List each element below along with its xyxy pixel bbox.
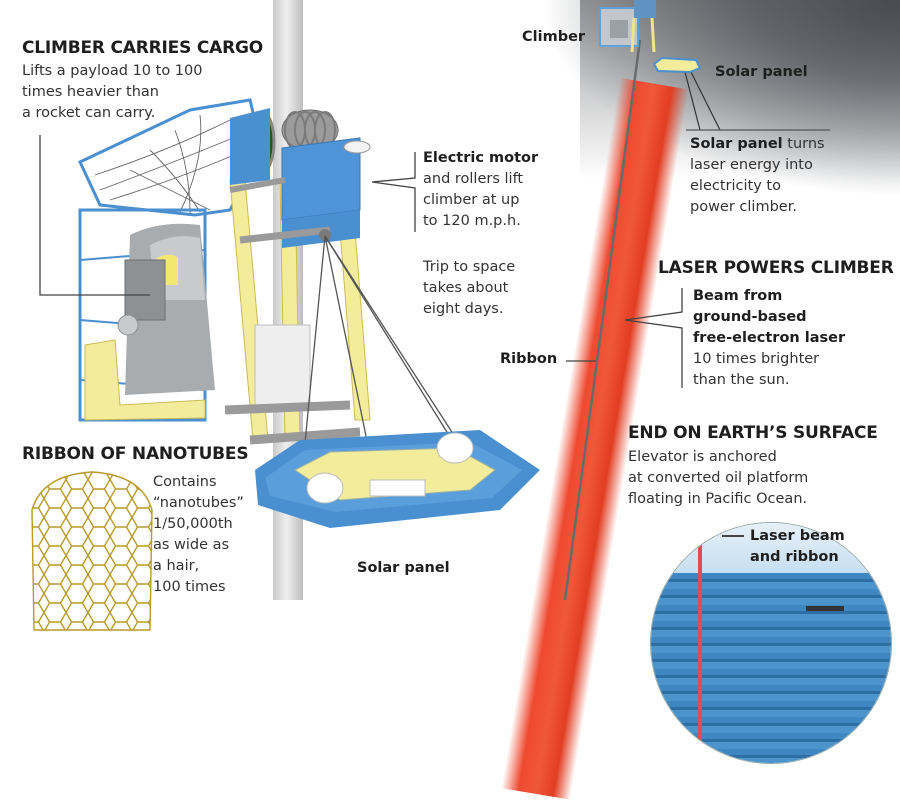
- ribbon-line: [563, 39, 830, 601]
- ribbon-label: Ribbon: [500, 351, 558, 367]
- text-line: Trip to space: [423, 259, 516, 275]
- text-line: than the sun.: [693, 372, 790, 388]
- laser-powers-section: LASER POWERS CLIMBER: [658, 258, 894, 278]
- nanotube-illustration: [31, 471, 153, 631]
- text-line: 10 times brighter: [693, 351, 820, 367]
- nanotubes-heading: RIBBON OF NANOTUBES: [22, 444, 249, 464]
- electric-motor-callout: Electric motor and rollers lift climber …: [423, 148, 538, 232]
- climber-cargo-section: CLIMBER CARRIES CARGO Lifts a payload 10…: [22, 38, 263, 124]
- solar-panel-bottom-label: Solar panel: [357, 560, 450, 576]
- laser-beam-label: Laser beam and ribbon: [750, 526, 845, 568]
- text-line: 1/50,000th: [153, 516, 233, 532]
- electric-motor-title: Electric motor: [423, 150, 539, 166]
- text-line: free-electron laser: [693, 330, 846, 346]
- earth-surface-section: END ON EARTH’S SURFACE Elevator is ancho…: [628, 423, 878, 510]
- text-line: “nanotubes”: [153, 495, 244, 511]
- text-line: power climber.: [690, 199, 797, 215]
- text-line: Contains: [153, 474, 217, 490]
- laser-powers-heading: LASER POWERS CLIMBER: [658, 258, 894, 278]
- nanotubes-text: Contains “nanotubes” 1/50,000th as wide …: [153, 472, 244, 598]
- earth-surface-heading: END ON EARTH’S SURFACE: [628, 423, 878, 443]
- climber-mini-illustration: [598, 0, 658, 55]
- text-line: a hair,: [153, 558, 200, 574]
- solar-panel-top-label: Solar panel: [715, 64, 808, 80]
- climber-illustration: [39, 98, 683, 528]
- laser-beam-leader: [722, 535, 744, 537]
- text-line: as wide as: [153, 537, 230, 553]
- solar-panel-mini-illustration: [652, 56, 702, 74]
- climber-cargo-heading: CLIMBER CARRIES CARGO: [22, 38, 263, 58]
- solar-panel-title: Solar panel: [690, 136, 783, 152]
- text-line: and rollers lift: [423, 171, 524, 187]
- text-line: a rocket can carry.: [22, 105, 156, 121]
- laser-powers-text: Beam from ground-based free-electron las…: [693, 286, 845, 391]
- text-line: ground-based: [693, 309, 807, 325]
- text-line: at converted oil platform: [628, 470, 809, 486]
- solar-panel-callout: Solar panel turns laser energy into elec…: [690, 134, 825, 218]
- text-line: times heavier than: [22, 84, 159, 100]
- text-line: eight days.: [423, 301, 504, 317]
- text-line: Laser beam: [750, 528, 845, 544]
- text-line: Lifts a payload 10 to 100: [22, 63, 203, 79]
- text-line: and ribbon: [750, 549, 839, 565]
- text-line: laser energy into: [690, 157, 813, 173]
- text-fragment: turns: [782, 136, 825, 152]
- climber-label: Climber: [522, 29, 586, 45]
- text-line: climber at up: [423, 192, 520, 208]
- text-line: to 120 m.p.h.: [423, 213, 521, 229]
- trip-duration-text: Trip to space takes about eight days.: [423, 257, 515, 320]
- text-line: Elevator is anchored: [628, 449, 777, 465]
- text-line: Beam from: [693, 288, 783, 304]
- text-line: 100 times: [153, 579, 226, 595]
- nanotubes-section: RIBBON OF NANOTUBES: [22, 444, 249, 464]
- text-line: electricity to: [690, 178, 781, 194]
- text-line: takes about: [423, 280, 509, 296]
- text-line: floating in Pacific Ocean.: [628, 491, 808, 507]
